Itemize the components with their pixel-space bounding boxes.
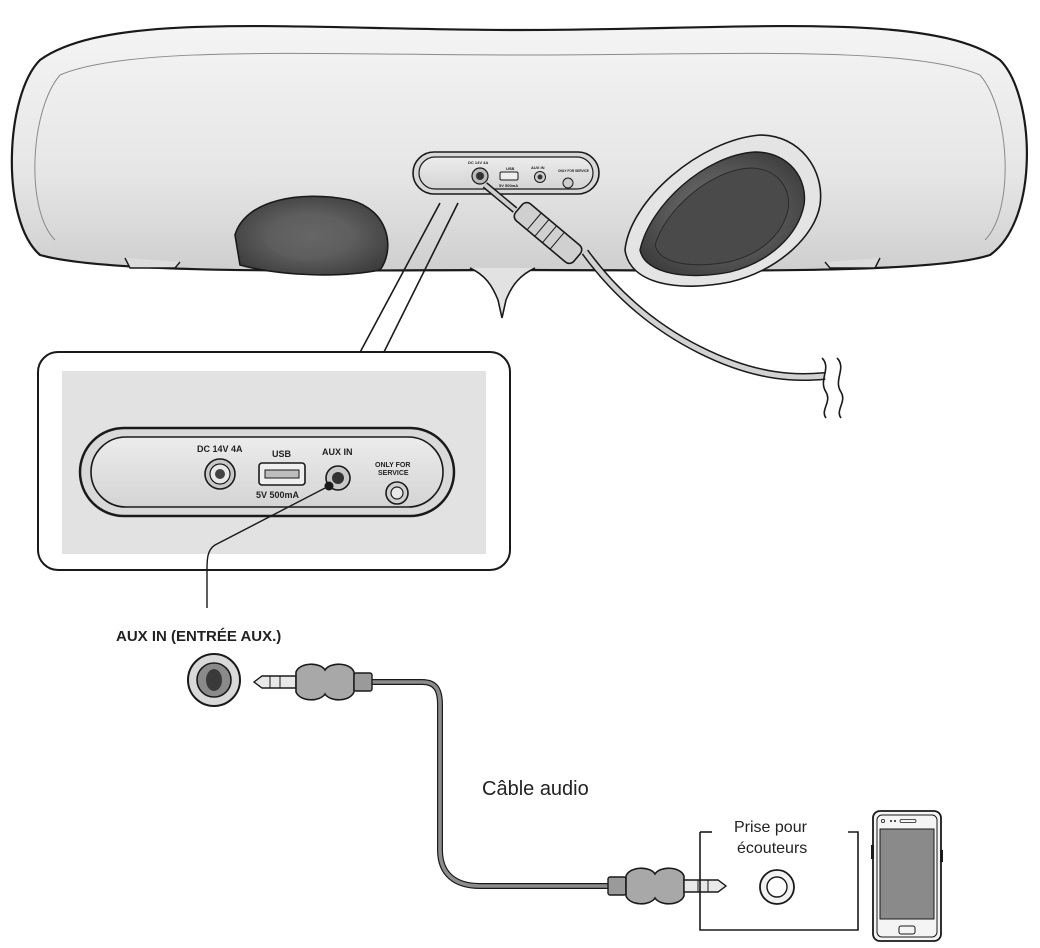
zoom-panel: DC 14V 4A USB 5V 500mA AUX IN ONLY FOR S… [37,351,511,571]
small-dc-port-core [476,172,484,180]
headphone-jack [759,869,795,905]
small-dc-label: DC 14V 4A [468,160,488,165]
headphone-caption-line2: écouteurs [737,840,807,857]
zoom-service-line1: ONLY FOR [375,462,410,469]
zoom-usb-sub: 5V 500mA [256,490,300,500]
zoom-aux-label: AUX IN [322,447,353,457]
audio-cable [252,663,728,905]
cable-caption: Câble audio [482,778,589,800]
small-service-port [562,177,574,189]
zoom-usb-label: USB [272,449,292,459]
small-service-label: ONLY FOR SERVICE [558,169,589,173]
rear-panel-small: DC 14V 4A USB 5V 500mA AUX IN ONLY FOR S… [412,151,600,195]
left-speaker-grill [234,195,389,276]
dc-power-cable [482,182,844,419]
left-audio-plug [252,663,373,701]
zoom-usb-port [258,462,306,486]
aux-port-caption: AUX IN (ENTRÉE AUX.) [116,628,281,645]
aux-port-closeup [187,653,241,707]
zoom-callout-lines [356,202,459,359]
zoom-service-line2: SERVICE [378,470,409,477]
small-usb-label: USB [506,166,515,171]
headphone-caption-line1: Prise pour [734,819,808,836]
right-speaker-grill [624,134,822,287]
small-usb-port [499,171,519,181]
small-aux-label: AUX IN [531,165,545,170]
right-audio-plug [607,867,728,905]
smartphone [871,810,943,942]
aux-leader-line [206,485,330,608]
small-aux-port-core [537,174,543,180]
zoom-dc-port [204,458,236,490]
headphone-jack-box: Prise pour écouteurs [699,819,859,931]
zoom-dc-label: DC 14V 4A [197,444,243,454]
small-usb-sub: 5V 500mA [499,183,518,188]
zoom-service-port [385,481,409,505]
